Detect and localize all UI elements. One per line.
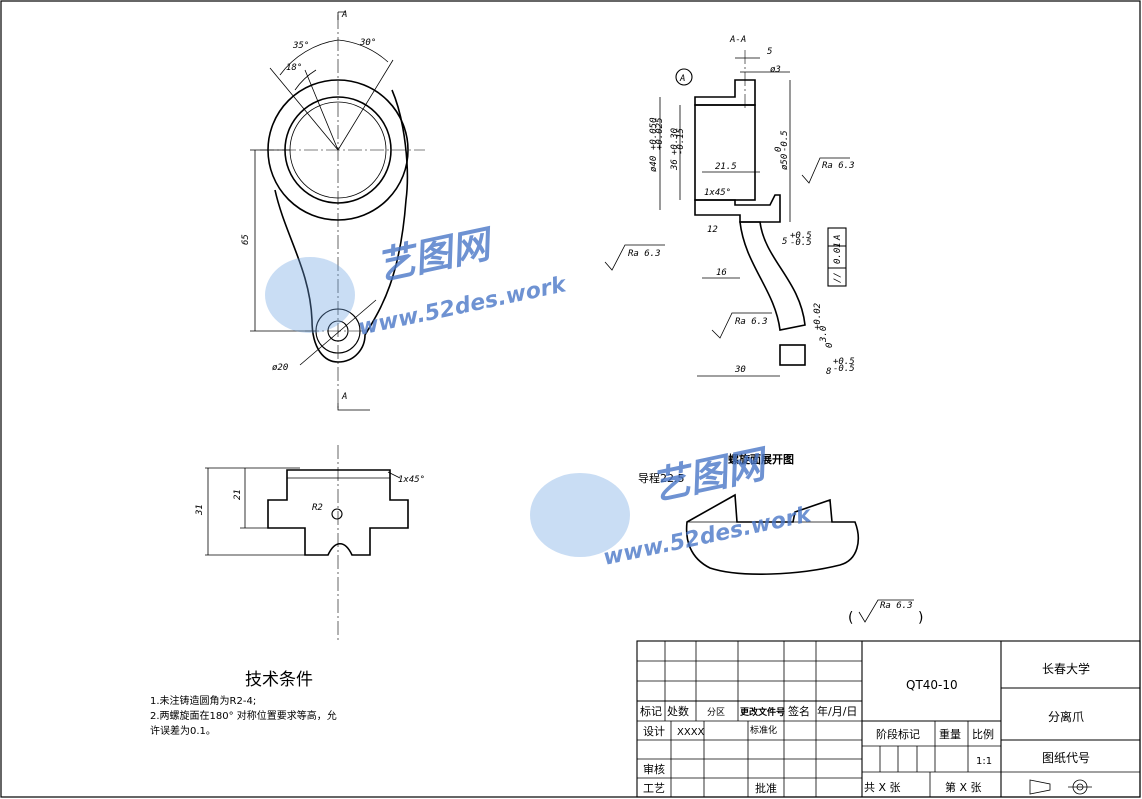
tb-drawing-no: 图纸代号 [1042,751,1090,765]
tb-total: 共 X 张 [864,781,901,794]
tb-part-name: 分离爪 [1048,709,1084,724]
section-view: A-A A 5 ø3 ø40 +0.050 +0.025 36 +0.30 -0… [604,35,855,377]
helix-view: 螺旋面展开图 导程22.5 [638,452,859,575]
tb-school: 长春大学 [1042,661,1090,676]
dim-dia-40-tol-hi: +0.050 [649,117,659,150]
technical-notes: 技术条件 1.未注铸造圆角为R2-4; 2.两螺旋面在180° 对称位置要求等高… [150,670,337,737]
tb-check: 审核 [643,762,665,776]
dim-8-tol-lo: -0.5 [833,364,855,374]
dim-angle-35: 35° [292,41,309,51]
dim-side-chamfer: 1x45° [398,475,425,485]
tb-zone: 分区 [707,707,725,718]
section-title: A-A [729,35,746,45]
dim-dia-50-tol-hi: 0 [774,147,784,152]
dim-3-0-tol-lo: 0 [825,343,835,348]
dim-8-tol-hi: +0.5 [833,357,855,367]
dim-12: 12 [707,225,718,235]
dim-16: 16 [716,268,727,278]
dim-angle-18: 18° [286,63,302,73]
roughness-1: Ra 6.3 [628,249,661,259]
roughness-paren-close: ) [918,610,923,626]
dim-chamfer: 1x45° [704,188,731,198]
dim-8: 8 [826,367,831,377]
tb-sign: 签名 [788,704,810,718]
general-roughness: ( ) Ra 6.3 [848,599,923,626]
roughness-general: Ra 6.3 [880,601,913,611]
dim-dia-40-tol-lo: +0.025 [655,117,665,150]
tb-standard: 标准化 [750,724,777,736]
dim-dia-3: ø3 [770,65,781,75]
tb-designer: XXXX [677,727,705,738]
projection-symbol-icon [1029,779,1092,795]
tech-line-3: 许误差为0.1。 [150,724,216,737]
dim-dia-40: ø40 [649,156,659,172]
tb-design: 设计 [643,725,665,738]
dim-36-tol-hi: +0.30 [670,128,680,155]
tb-process: 工艺 [643,782,665,795]
tb-weight: 重量 [939,727,961,741]
tech-line-2: 2.两螺旋面在180° 对称位置要求等高，允 [150,709,337,722]
roughness-paren-open: ( [848,610,853,626]
dim-36: 36 [670,159,680,171]
dim-dia-50: ø50 [780,154,790,170]
tech-title: 技术条件 [245,670,313,690]
cut-mark-top: A [341,10,347,20]
tb-scale-label: 比例 [972,727,994,741]
dim-dia-50-tol-lo: -0.5 [780,130,790,152]
helix-title: 螺旋面展开图 [728,452,794,466]
top-view: A A 35° 30° 18° 65 ø20 [241,10,425,411]
watermark-globe-icon-2 [530,473,630,557]
tech-line-1: 1.未注铸造圆角为R2-4; [150,694,256,707]
dim-5-tol-hi: +0.5 [790,231,812,241]
dim-31: 31 [195,504,205,516]
parallel-symbol-icon: // [833,272,843,283]
dim-65: 65 [241,234,251,245]
dim-30: 30 [734,365,746,375]
datum-a-label: A [679,74,685,84]
dim-3-0-tol-hi: +0.02 [813,303,823,330]
dim-21: 21 [233,489,243,500]
side-view: 31 21 R2 1x45° [195,445,425,640]
dim-5-tol: 5 [782,237,787,247]
roughness-2: Ra 6.3 [822,161,855,171]
dim-36-tol-lo: -0.15 [676,128,686,155]
tb-mark: 标记 [640,704,662,718]
watermark-globe-icon [265,257,355,333]
dim-dia-20: ø20 [272,363,288,373]
title-block: QT40-10 长春大学 分离爪 图纸代号 标记 处数 分区 更改文件号 签名 … [636,640,1141,798]
dim-3-0: 3.0 [819,326,829,343]
dim-21-5: 21.5 [715,162,737,172]
tb-approve: 批准 [755,781,777,795]
cut-mark-bottom: A [341,392,347,402]
tb-count: 处数 [667,705,689,718]
tb-scale: 1:1 [976,756,992,767]
tb-stage: 阶段标记 [876,727,920,741]
dim-5-tol-lo: -0.5 [790,238,812,248]
dim-angle-30: 30° [359,38,376,48]
parallel-datum: A [833,235,843,241]
tb-change-doc: 更改文件号 [740,706,785,718]
dim-r2: R2 [312,503,323,513]
tb-date: 年/月/日 [817,704,857,718]
tb-material: QT40-10 [906,678,958,692]
helix-lead: 导程22.5 [638,472,685,485]
roughness-3: Ra 6.3 [735,317,768,327]
parallel-tolerance: 0.01 [833,242,843,264]
dim-5: 5 [767,47,772,57]
tb-page: 第 X 张 [945,780,982,794]
